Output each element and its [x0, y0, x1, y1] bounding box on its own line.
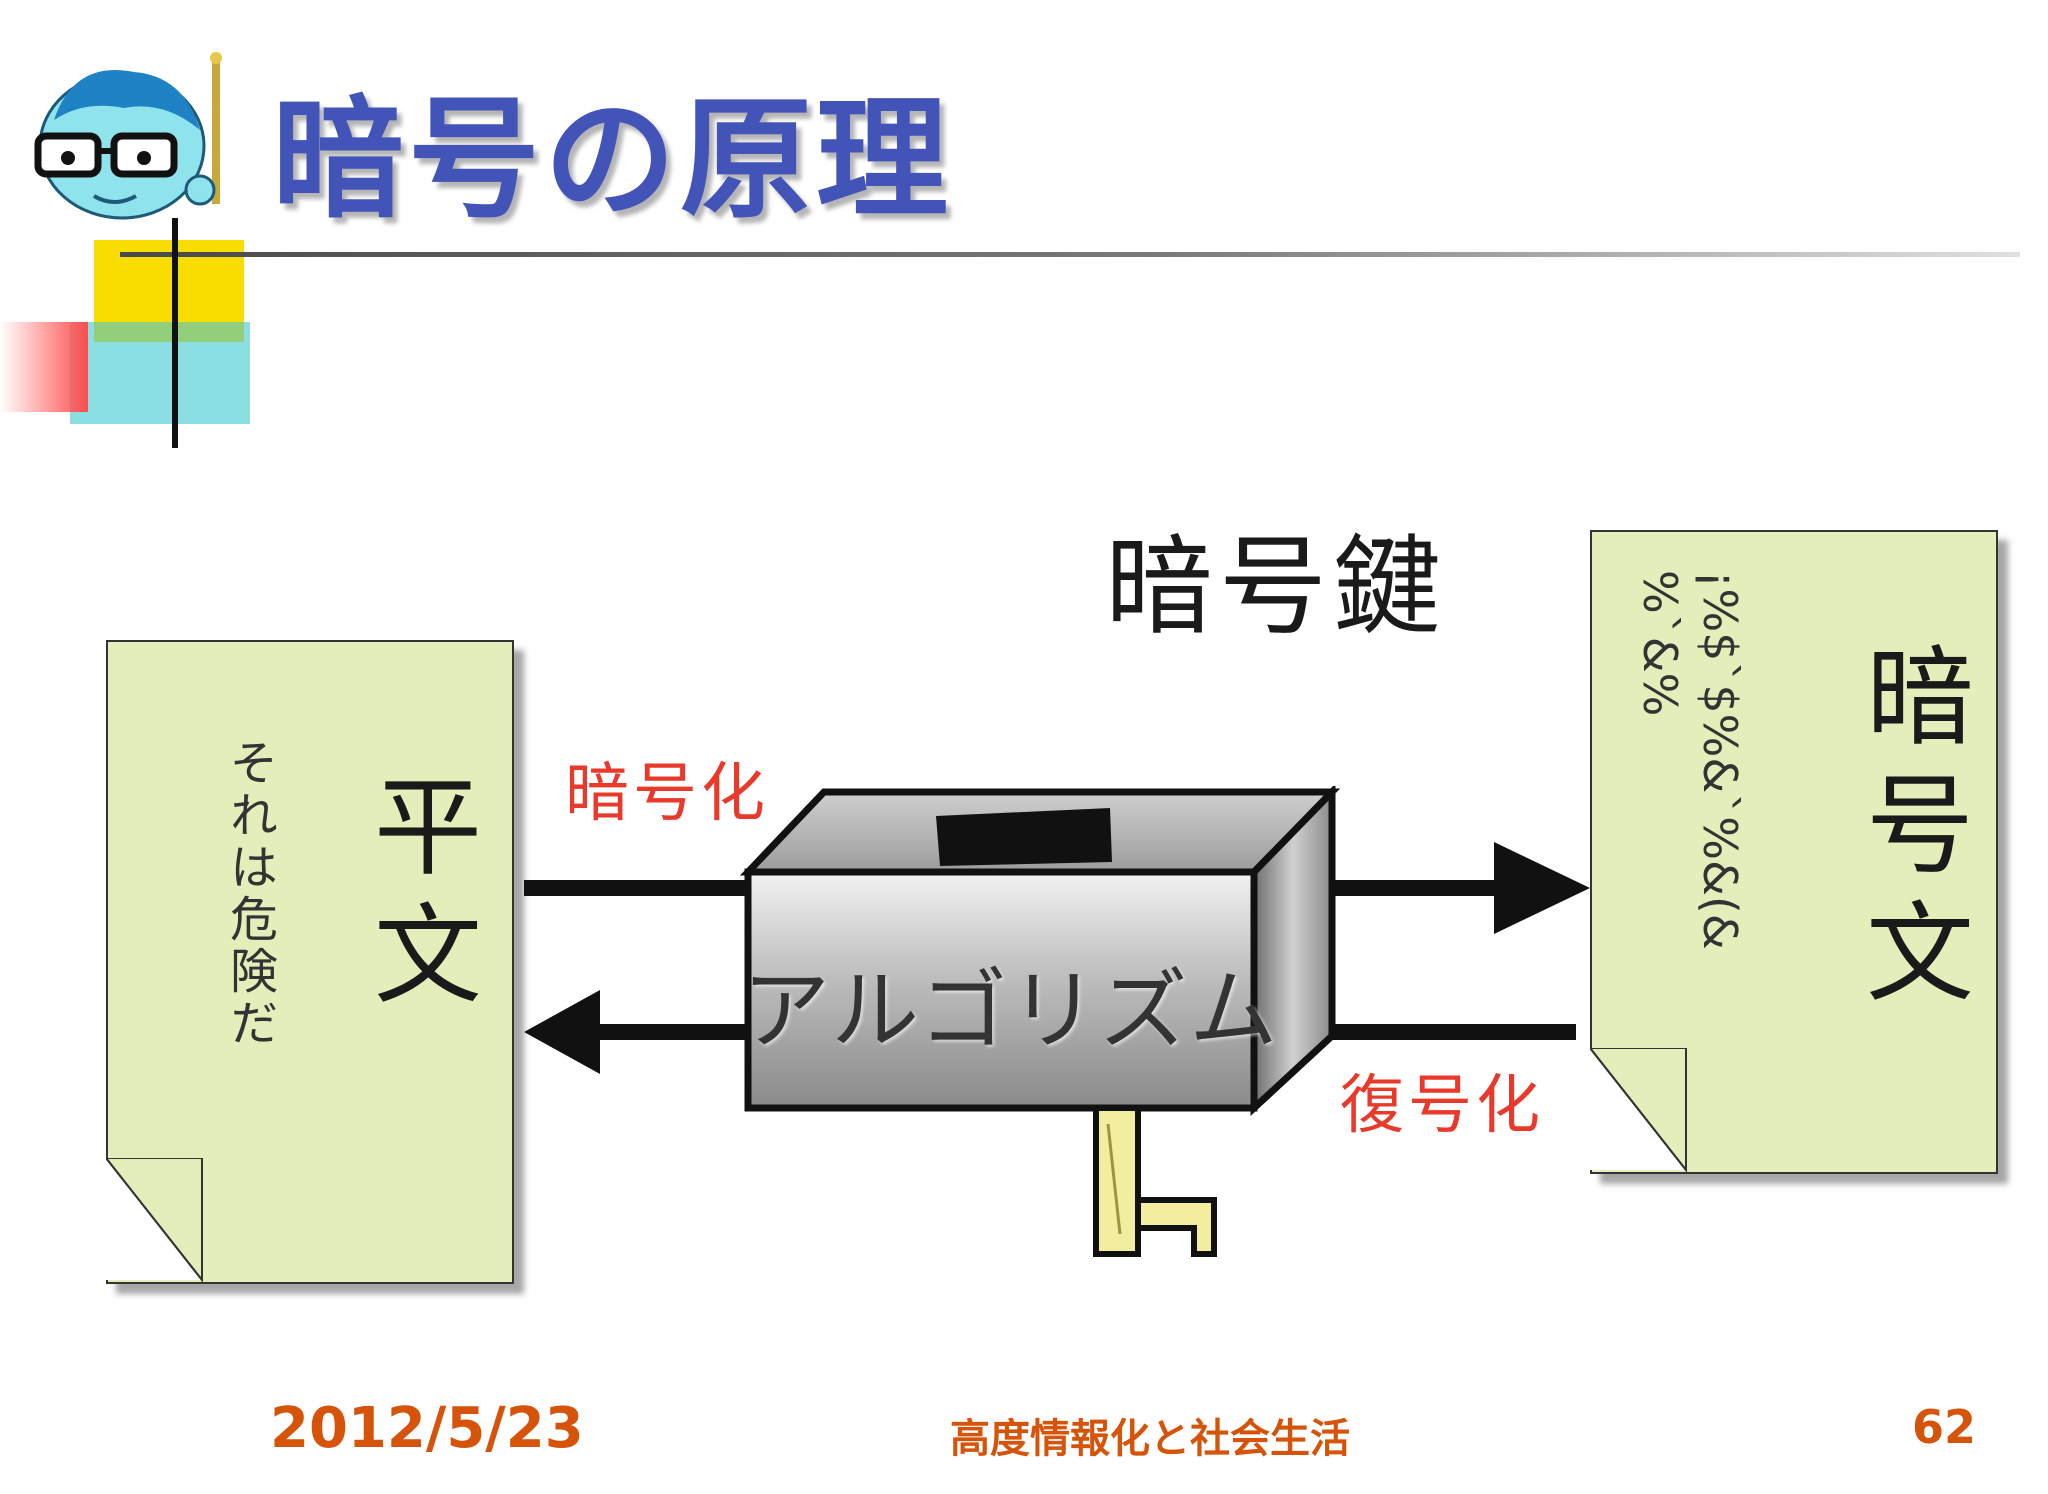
ciphertext-page-fold	[1590, 1048, 1687, 1172]
decor-vertical-line	[172, 218, 178, 448]
key-icon	[1093, 1105, 1217, 1257]
page-number: 62	[1912, 1400, 1977, 1454]
footer-date: 2012/5/23	[270, 1396, 584, 1461]
ciphertext-title: 暗号文	[1848, 640, 1973, 1024]
ciphertext-body: ¡%$`$%&`%&(& %`&%	[1633, 570, 1747, 950]
plaintext-page-fold	[106, 1158, 203, 1282]
slide-title: 暗号の原理	[272, 83, 952, 237]
title-underline	[120, 252, 2020, 257]
decrypt-label: 復号化	[1340, 1069, 1544, 1143]
plaintext-body: それは危険だ	[221, 738, 277, 1050]
decor-green-strip	[94, 322, 244, 342]
plaintext-title: 平文	[356, 770, 481, 1026]
teacher-mascot-icon	[34, 52, 222, 220]
decor-red-square	[0, 322, 88, 412]
algorithm-label: アルゴリズム	[742, 959, 1280, 1062]
algorithm-box	[740, 786, 1340, 1116]
decrypt-arrow	[524, 990, 1576, 1074]
encryption-key-label: 暗号鍵	[1105, 525, 1448, 650]
encrypt-arrow	[524, 842, 1590, 934]
encrypt-label: 暗号化	[565, 757, 769, 831]
footer-course-name: 高度情報化と社会生活	[950, 1416, 1350, 1462]
